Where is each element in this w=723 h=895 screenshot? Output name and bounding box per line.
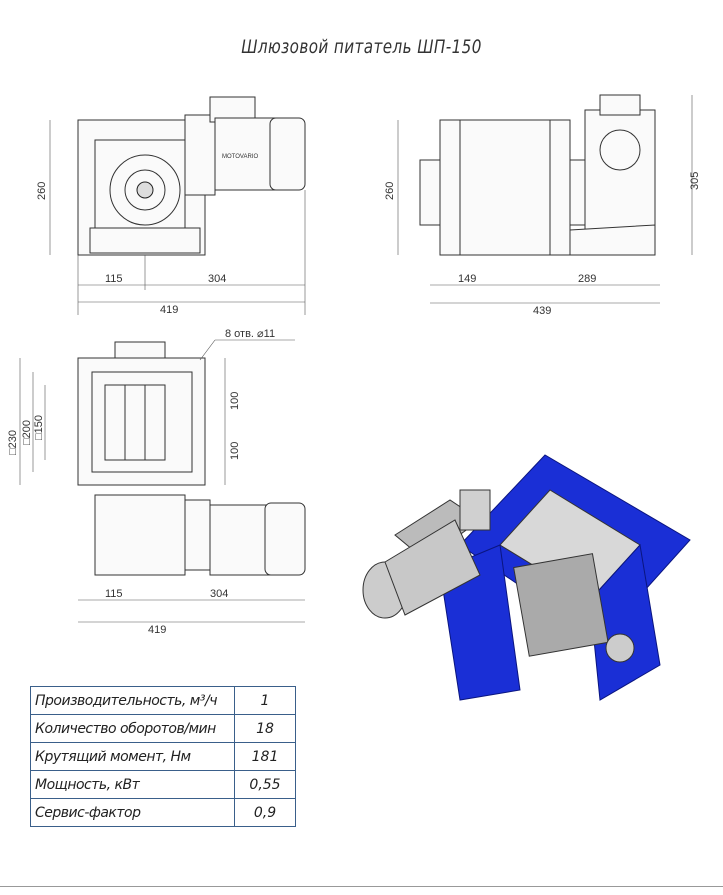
spec-label: Мощность, кВт xyxy=(30,770,235,799)
spec-label: Количество оборотов/мин xyxy=(30,714,235,743)
spec-value: 1 xyxy=(234,686,296,715)
front-view: MOTOVARIO 260 115 304 419 xyxy=(36,96,306,316)
dim-side-total: 439 xyxy=(533,305,551,317)
spec-value: 0,9 xyxy=(234,798,296,827)
dim-square-inner: □150 xyxy=(33,415,45,440)
spec-value: 18 xyxy=(234,714,296,743)
frame-bottom-line xyxy=(0,886,723,887)
dim-half-1: 100 xyxy=(229,392,241,410)
plan-view: □230 □200 □150 100 100 8 отв. ⌀11 115 30… xyxy=(7,328,306,636)
holes-callout: 8 отв. ⌀11 xyxy=(225,328,275,340)
dim-half-2: 100 xyxy=(229,442,241,460)
dim-side-height: 260 xyxy=(384,182,396,200)
dim-side-right: 289 xyxy=(578,273,596,285)
dim-plan-left: 115 xyxy=(105,588,123,600)
spec-label: Сервис-фактор xyxy=(30,798,235,827)
spec-label: Крутящий момент, Нм xyxy=(30,742,235,771)
dim-square-mid: □200 xyxy=(21,420,33,445)
isometric-view xyxy=(362,454,691,701)
dim-plan-total: 419 xyxy=(148,624,166,636)
drawing-title: Шлюзовой питатель ШП-150 xyxy=(241,36,482,58)
dim-front-right: 304 xyxy=(208,273,226,285)
spec-value: 181 xyxy=(234,742,296,771)
dim-front-height: 260 xyxy=(36,182,48,200)
dim-front-left: 115 xyxy=(105,273,123,285)
dim-front-total: 419 xyxy=(160,304,178,316)
dim-side-total-height: 305 xyxy=(689,172,701,190)
dim-square-outer: □230 xyxy=(7,430,19,455)
side-view: 260 305 149 289 439 xyxy=(384,94,701,317)
spec-label: Производительность, м³/ч xyxy=(30,686,235,715)
dim-side-left: 149 xyxy=(458,273,476,285)
dim-plan-right: 304 xyxy=(210,588,228,600)
spec-value: 0,55 xyxy=(234,770,296,799)
motor-label: MOTOVARIO xyxy=(222,154,258,160)
